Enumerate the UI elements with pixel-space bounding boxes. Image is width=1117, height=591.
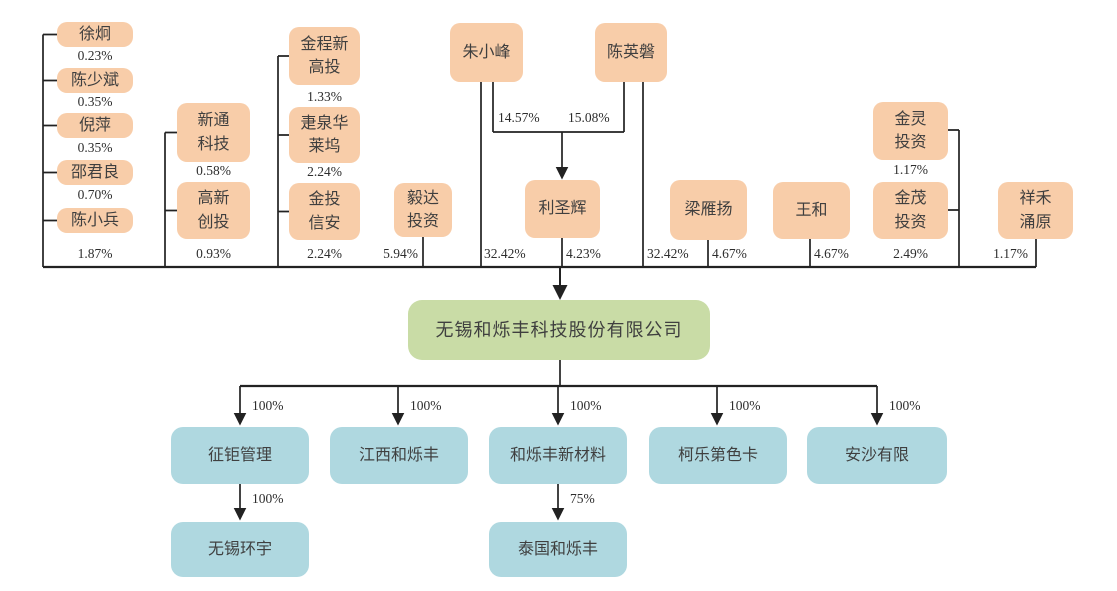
shareholder-box-xintong-keji: 新通 科技 <box>177 103 250 162</box>
shareholder-box-yida-touzi: 毅达 投资 <box>394 183 452 237</box>
shareholder-box-chen-yingpan: 陈英磐 <box>595 23 667 82</box>
shareholder-box-zhu-xiaofeng: 朱小峰 <box>450 23 523 82</box>
subsidiary-pct-wuxi-huanyu: 100% <box>252 491 284 506</box>
subsidiary-box-ansha-youxian: 安沙有限 <box>807 427 947 484</box>
shareholder-box-li-shenghui: 利圣辉 <box>525 180 600 238</box>
shareholder-box-ni-ping: 倪萍 <box>57 113 133 138</box>
ownership-pct-jinmao-touzi: 2.49% <box>893 246 928 261</box>
shareholder-box-jinchengxin-gaotou: 金程新 高投 <box>289 27 360 85</box>
shareholder-box-jinling-touzi: 金灵 投资 <box>873 102 948 160</box>
subsidiary-box-kele-diseka: 柯乐第色卡 <box>649 427 787 484</box>
shareholder-box-gaoxin-chuangtou: 高新 创投 <box>177 182 250 239</box>
subsidiary-box-wuxi-huanyu: 无锡环宇 <box>171 522 309 577</box>
ownership-pct-liang-yanyang: 4.67% <box>712 246 747 261</box>
shareholder-box-liang-yanyang: 梁雁扬 <box>670 180 747 240</box>
ownership-pct-jinling-touzi: 1.17% <box>893 162 928 177</box>
subsidiary-pct-jiangxi-heshuofeng: 100% <box>410 398 442 413</box>
shareholder-box-wang-he: 王和 <box>773 182 850 239</box>
subsidiary-box-zhengju-guanli: 征钜管理 <box>171 427 309 484</box>
subsidiary-pct-heshuofeng-xincailiao: 100% <box>570 398 602 413</box>
shareholder-box-xianghe-yongyuan: 祥禾 涌原 <box>998 182 1073 239</box>
shareholder-box-jinmao-touzi: 金茂 投资 <box>873 182 948 239</box>
subsidiary-box-heshuofeng-xincailiao: 和烁丰新材料 <box>489 427 627 484</box>
ownership-pct-li-shenghui: 4.23% <box>566 246 601 261</box>
ownership-pct-chen-xiaobing: 1.87% <box>77 246 113 261</box>
ownership-pct-wang-he: 4.67% <box>814 246 849 261</box>
shareholder-box-shao-junliang: 邵君良 <box>57 160 133 185</box>
ownership-pct-yida-touzi: 5.94% <box>383 246 418 261</box>
subsidiary-box-jiangxi-heshuofeng: 江西和烁丰 <box>330 427 468 484</box>
ownership-pct-jinchengxin-gaotou: 1.33% <box>307 89 342 104</box>
ownership-pct-shao-junliang: 0.70% <box>77 187 113 202</box>
ownership-pct-chen-yingpan: 32.42% <box>647 246 689 261</box>
ownership-pct-jiequan-hualaiwu: 2.24% <box>307 164 342 179</box>
subsidiary-pct-taiguo-heshuofeng: 75% <box>570 491 595 506</box>
ownership-pct-xintong-keji: 0.58% <box>196 163 231 178</box>
cross-holding-pct-zhuxiaofeng-lishenghui: 14.57% <box>498 110 540 125</box>
subsidiary-pct-zhengju-guanli: 100% <box>252 398 284 413</box>
shareholder-box-xu-jiong: 徐炯 <box>57 22 133 47</box>
ownership-pct-gaoxin-chuangtou: 0.93% <box>196 246 231 261</box>
shareholder-box-jintou-xinan: 金投 信安 <box>289 183 360 240</box>
shareholder-box-chen-shaobin: 陈少斌 <box>57 68 133 93</box>
ownership-pct-jintou-xinan: 2.24% <box>307 246 342 261</box>
shareholder-box-jiequan-hualaiwu: 疌泉华 莱坞 <box>289 107 360 163</box>
ownership-pct-xianghe-yongyuan: 1.17% <box>993 246 1028 261</box>
subsidiary-pct-ansha-youxian: 100% <box>889 398 921 413</box>
company-box: 无锡和烁丰科技股份有限公司 <box>408 300 710 360</box>
subsidiary-box-taiguo-heshuofeng: 泰国和烁丰 <box>489 522 627 577</box>
ownership-pct-chen-shaobin: 0.35% <box>77 94 113 109</box>
shareholder-box-chen-xiaobing: 陈小兵 <box>57 208 133 233</box>
ownership-pct-ni-ping: 0.35% <box>77 140 113 155</box>
ownership-pct-xu-jiong: 0.23% <box>77 48 113 63</box>
subsidiary-pct-kele-diseka: 100% <box>729 398 761 413</box>
cross-holding-pct-chenyingpan-lishenghui: 15.08% <box>568 110 610 125</box>
ownership-pct-zhu-xiaofeng: 32.42% <box>484 246 526 261</box>
